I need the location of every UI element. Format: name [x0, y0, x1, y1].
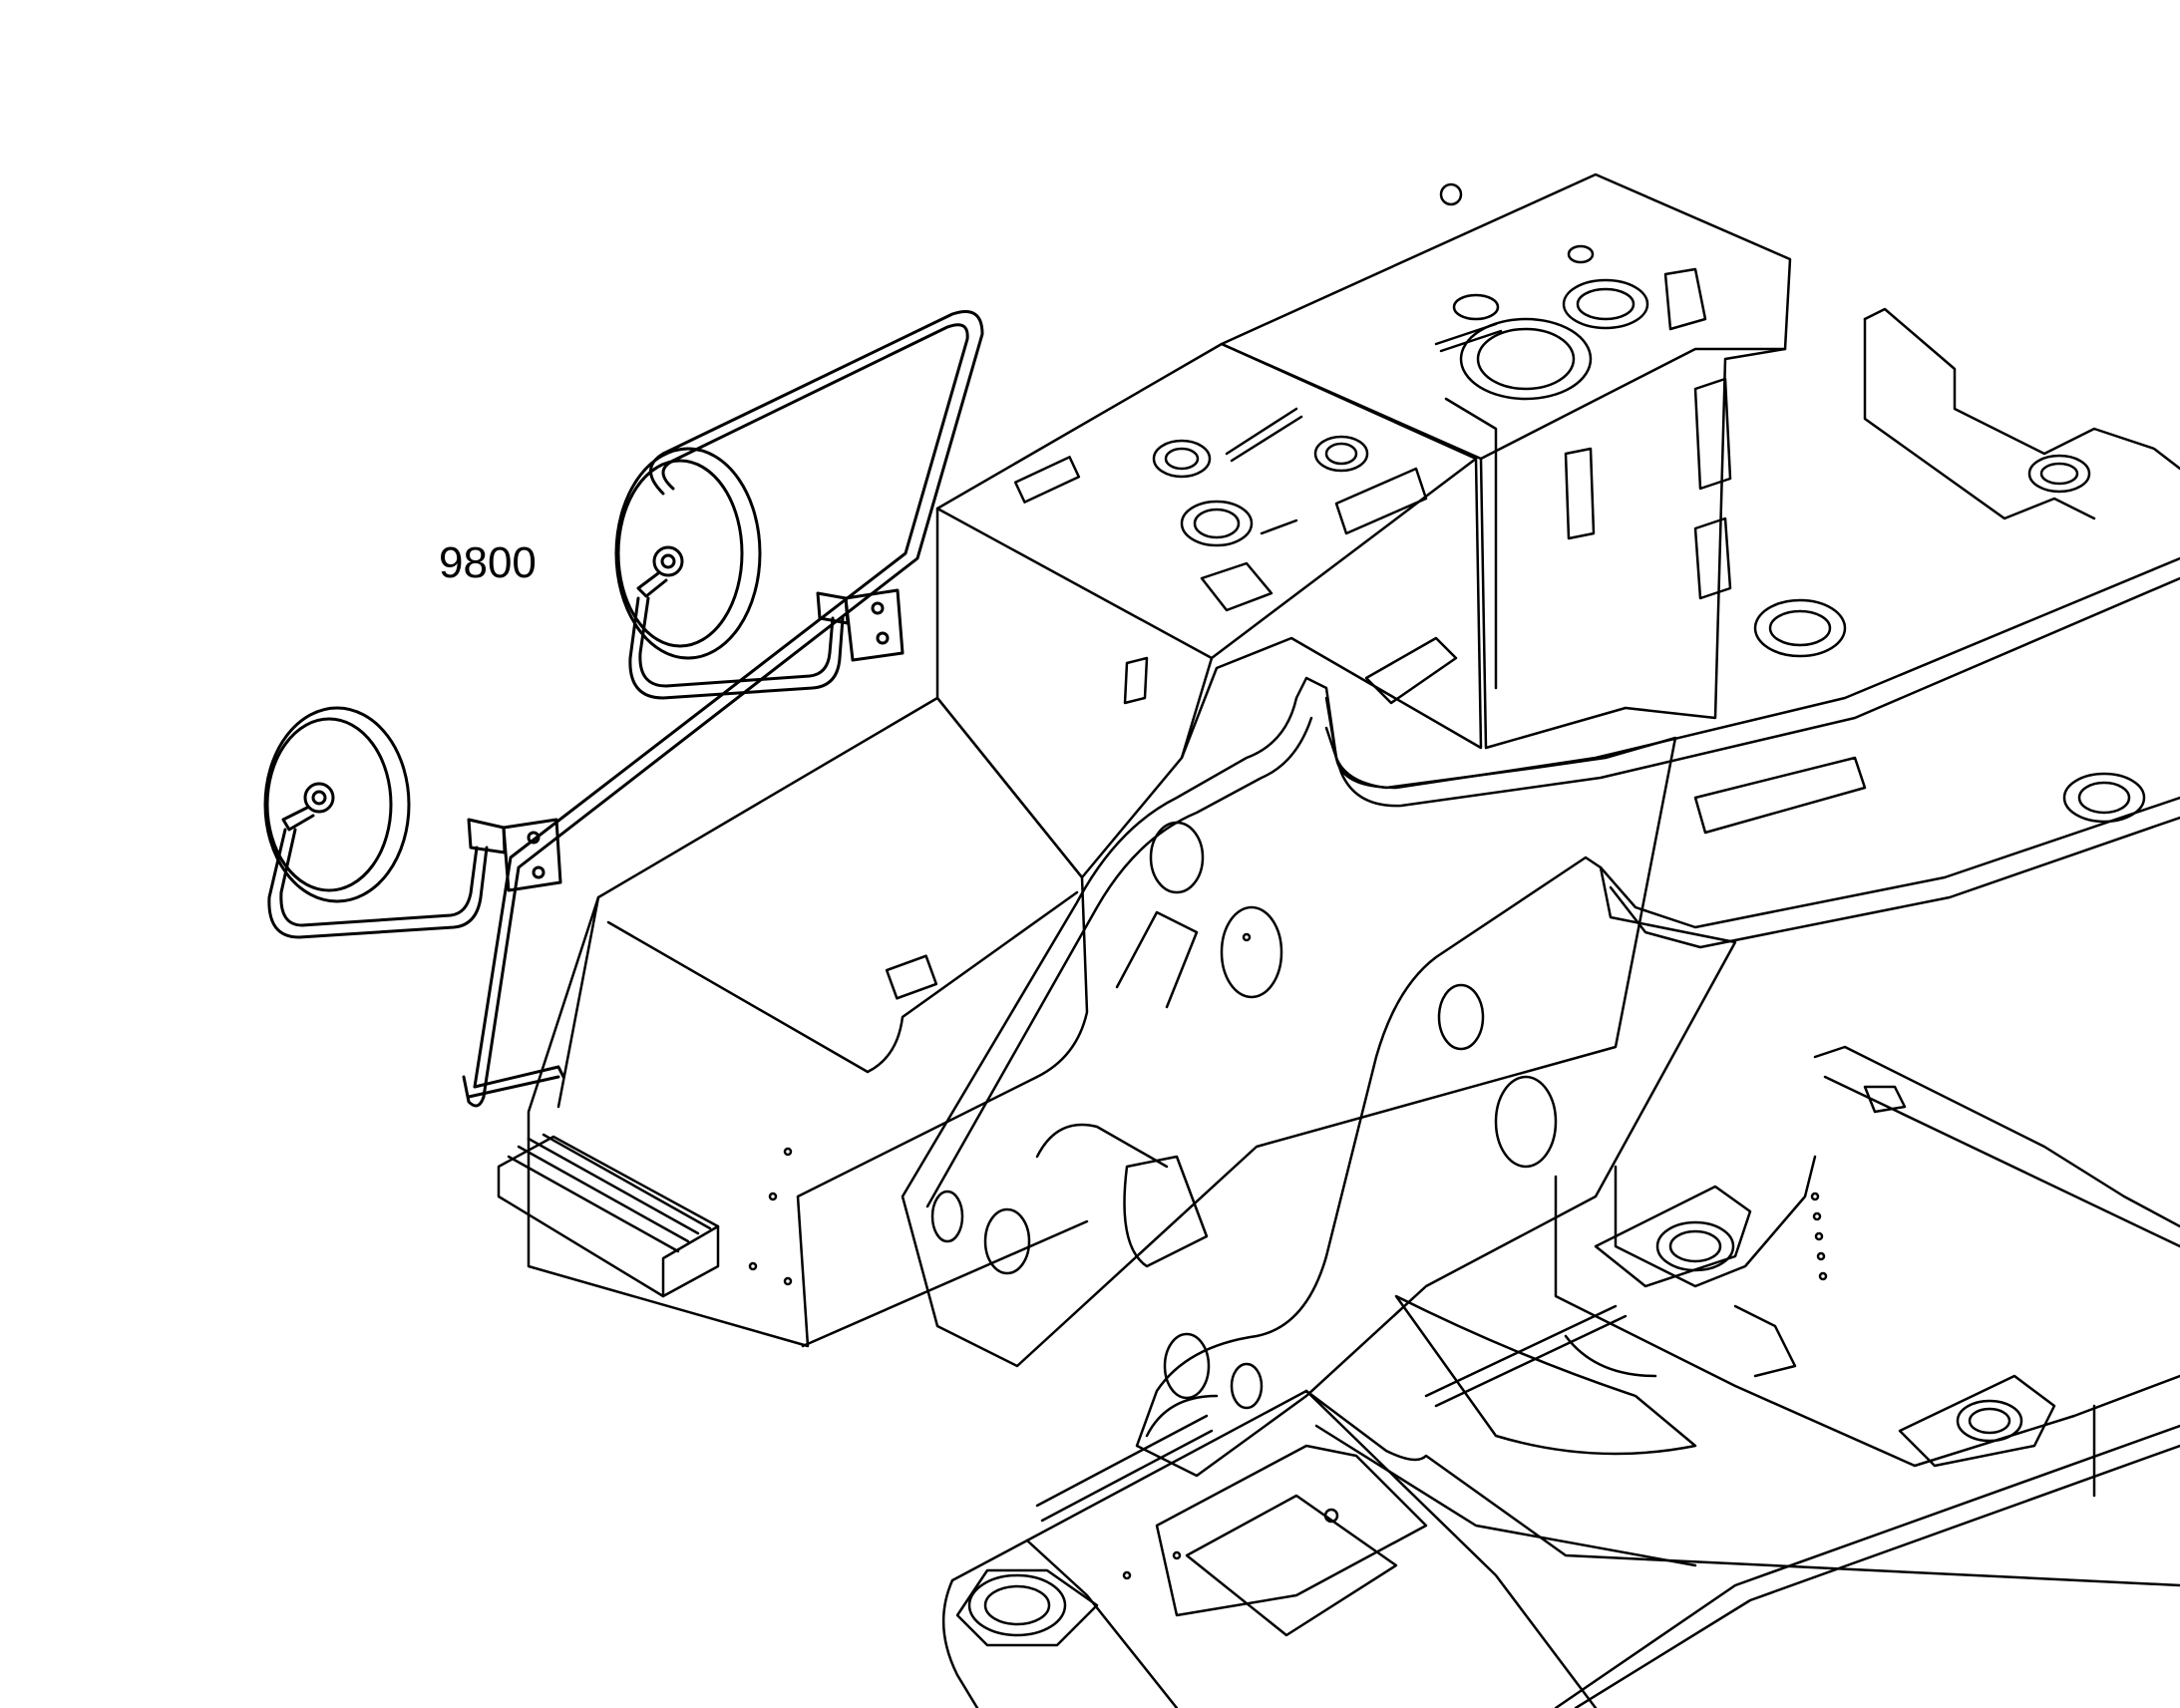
rear-housing	[1220, 172, 1792, 750]
center-deck	[1394, 1155, 2180, 1468]
mirror-guard-frame	[462, 310, 984, 1108]
right-rails	[1324, 307, 2180, 1248]
step	[497, 1133, 720, 1298]
center-housing	[935, 342, 1483, 879]
lower-mirror-arm	[267, 828, 489, 939]
callout-label: 9800	[439, 538, 537, 587]
left-tank	[527, 696, 1089, 1348]
mirror-assembly	[263, 310, 984, 1108]
mirror-brackets	[467, 588, 905, 892]
upper-mirror	[614, 447, 762, 660]
bottom-frame	[941, 1389, 2180, 1708]
lower-mirror	[263, 706, 411, 903]
boom-mount	[901, 676, 1677, 1368]
boom-plate-right	[1135, 855, 1737, 1478]
